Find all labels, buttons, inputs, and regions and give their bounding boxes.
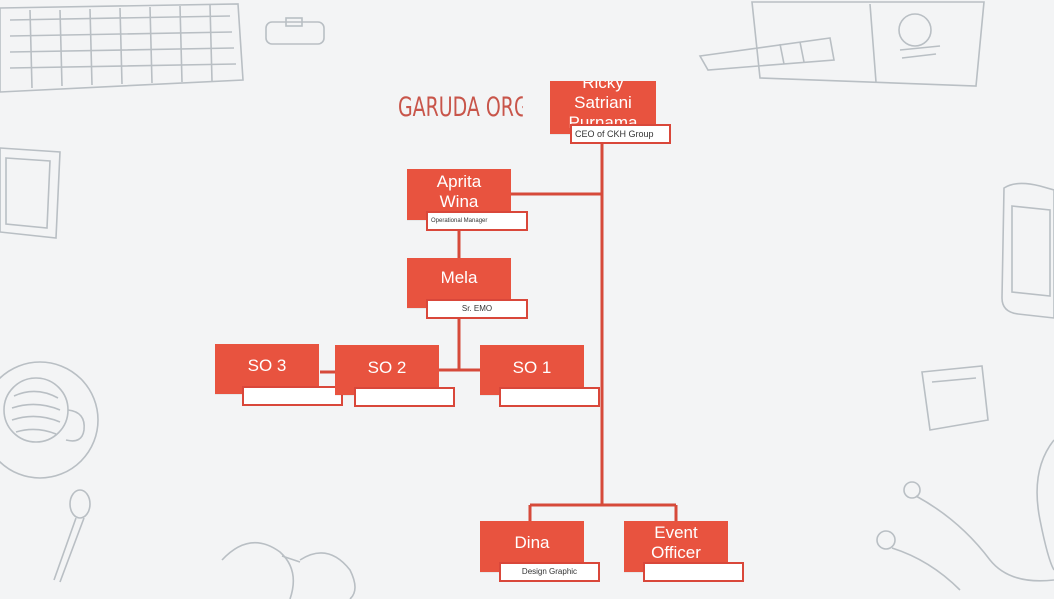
node-dina-name: Dina — [514, 533, 550, 552]
node-event: Event Officer — [624, 521, 728, 572]
coffee-cup-icon — [0, 361, 99, 479]
node-dina-role: Design Graphic — [499, 562, 600, 582]
node-so1: SO 1 — [480, 345, 584, 395]
earphones-icon — [876, 439, 1054, 591]
pen-icon — [698, 37, 835, 71]
glasses-icon — [221, 541, 356, 599]
chart-title: GARUDA ORGAN — [398, 92, 523, 123]
node-event-role — [643, 562, 744, 582]
spoon-icon — [53, 489, 91, 583]
node-so1-role — [499, 387, 600, 407]
node-so2-name: SO 2 — [367, 358, 407, 377]
node-mela-role: Sr. EMO — [426, 299, 528, 319]
node-aprita-name: Aprita Wina — [436, 172, 482, 211]
node-so3-role — [242, 386, 343, 406]
keyboard-icon — [0, 3, 244, 93]
sticky-note-icon — [921, 365, 989, 431]
node-so1-name: SO 1 — [512, 358, 552, 377]
node-so3-name: SO 3 — [247, 356, 287, 375]
smartphone-icon — [1001, 182, 1054, 319]
node-so2: SO 2 — [335, 345, 439, 395]
tablet-icon — [0, 147, 61, 239]
node-so2-role — [354, 387, 455, 407]
node-so3: SO 3 — [215, 344, 319, 394]
notebook-icon — [751, 1, 985, 87]
usb-drive-icon — [265, 17, 325, 45]
node-mela-name: Mela — [440, 268, 478, 287]
node-event-name: Event Officer — [651, 523, 701, 562]
node-aprita-role: Operational Manager — [426, 211, 528, 231]
node-ceo-role: CEO of CKH Group — [570, 124, 671, 144]
